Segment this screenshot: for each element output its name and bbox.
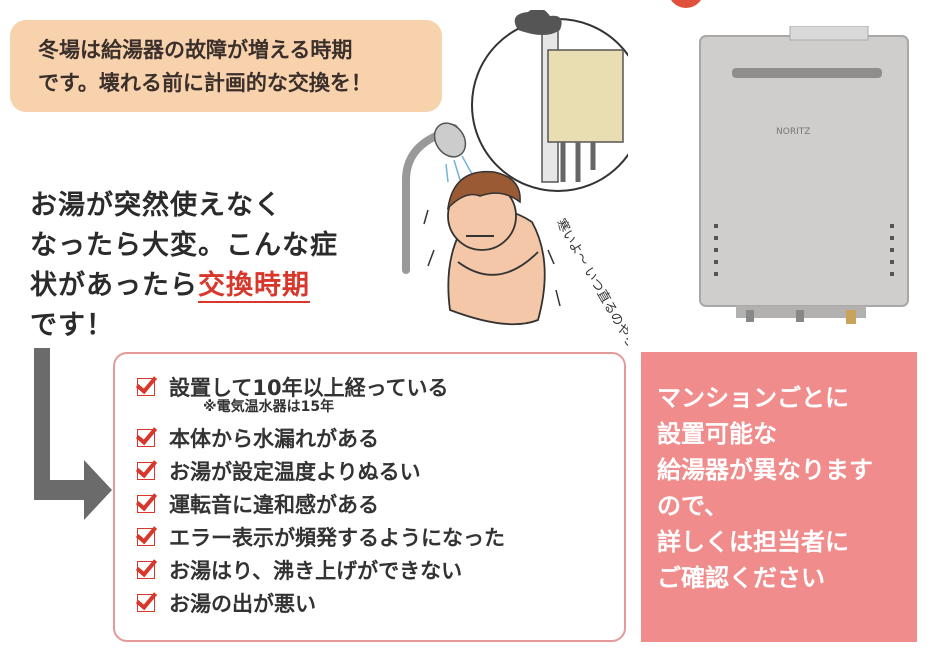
check-item: お湯の出が悪い xyxy=(137,586,624,619)
check-item: 設置して10年以上経っている xyxy=(137,370,624,403)
checkbox-checked-icon xyxy=(137,377,155,396)
check-item-label: お湯はり、沸き上げができない xyxy=(169,558,463,583)
checkbox-checked-icon xyxy=(137,560,155,579)
headline: お湯が突然使えなく なったら大変。こんな症 状があったら交換時期 です！ xyxy=(30,186,370,346)
water-heater-image: NORITZ xyxy=(699,26,909,324)
info-line: マンションごとに xyxy=(657,384,849,412)
winter-notice: 冬場は給湯器の故障が増える時期 です。壊れる前に計画的な交換を！ xyxy=(10,20,442,112)
info-line: 給湯器が異なります xyxy=(657,456,873,484)
info-line: ので、 xyxy=(657,492,729,520)
symptom-checklist: 設置して10年以上経っている ※電気温水器は15年 本体から水漏れがある お湯が… xyxy=(113,352,626,642)
check-item-label: お湯の出が悪い xyxy=(169,591,316,616)
check-item-label: 運転音に違和感がある xyxy=(169,492,379,517)
heater-brand: NORITZ xyxy=(776,127,810,137)
checkbox-checked-icon xyxy=(137,428,155,447)
checkbox-checked-icon xyxy=(137,461,155,480)
check-item: 本体から水漏れがある xyxy=(137,421,624,454)
cold-shower-illustration: 寒いよ〜 いつ直るのやら xyxy=(402,10,628,350)
check-item-label: 本体から水漏れがある xyxy=(169,426,379,451)
check-item: お湯が設定温度よりぬるい xyxy=(137,454,624,487)
thought-text: 寒いよ〜 いつ直るのやら xyxy=(553,216,628,350)
arrow-icon xyxy=(34,348,112,520)
info-line: ご確認ください xyxy=(657,564,825,592)
headline-line-4: です！ xyxy=(30,310,114,341)
check-item-label: 設置して10年以上経っている xyxy=(169,375,449,400)
checkbox-checked-icon xyxy=(137,593,155,612)
check-note: ※電気温水器は15年 xyxy=(203,399,335,415)
check-item: お湯はり、沸き上げができない xyxy=(137,553,624,586)
heater-sketch xyxy=(547,49,624,143)
notice-line-2: です。壊れる前に計画的な交換を！ xyxy=(38,71,372,95)
check-item-label: お湯が設定温度よりぬるい xyxy=(169,459,421,484)
info-line: 設置可能な xyxy=(657,420,777,448)
smoke-icon xyxy=(514,10,562,35)
check-item-label: エラー表示が頻発するようになった xyxy=(169,525,505,550)
headline-line-3-prefix: 状があったら xyxy=(30,270,198,301)
checkbox-checked-icon xyxy=(137,494,155,513)
headline-line-1: お湯が突然使えなく xyxy=(30,190,282,221)
headline-line-3: 状があったら交換時期 xyxy=(30,266,370,306)
shower-head-icon xyxy=(433,122,467,158)
notice-line-1: 冬場は給湯器の故障が増える時期 xyxy=(38,38,353,62)
check-item: エラー表示が頻発するようになった xyxy=(137,520,624,553)
checkbox-checked-icon xyxy=(137,527,155,546)
replacement-time-highlight: 交換時期 xyxy=(198,270,310,303)
decorative-arc xyxy=(668,0,704,8)
info-line: 詳しくは担当者に xyxy=(657,528,849,556)
headline-line-2: なったら大変。こんな症 xyxy=(30,230,338,261)
contact-info-box: マンションごとに 設置可能な 給湯器が異なります ので、 詳しくは担当者に ご確… xyxy=(641,352,917,642)
check-item: 運転音に違和感がある xyxy=(137,487,624,520)
